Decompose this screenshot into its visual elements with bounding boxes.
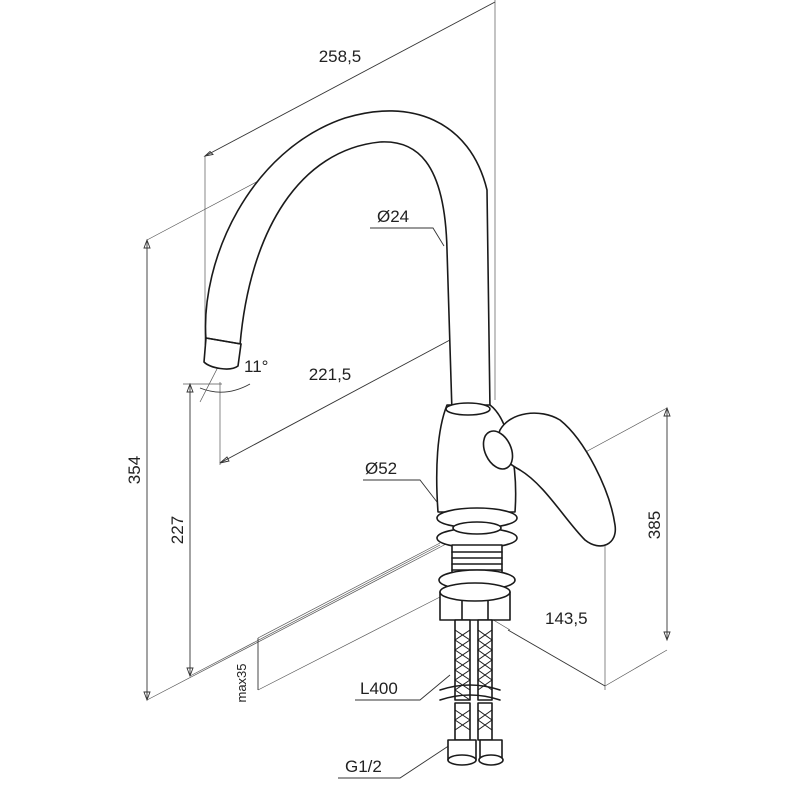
label-overall-reach: 258,5 xyxy=(319,47,362,66)
label-counter-thickness: max35 xyxy=(234,663,249,702)
label-spout-reach: 221,5 xyxy=(309,365,352,384)
label-spout-angle: 11° xyxy=(244,357,268,376)
lever-handle xyxy=(496,412,616,547)
label-handle-height: 385 xyxy=(645,511,664,539)
label-total-height: 354 xyxy=(125,456,144,484)
dimension-labels: 258,5 Ø24 11° 221,5 Ø52 354 227 385 143,… xyxy=(125,47,664,776)
dimension-lines xyxy=(143,0,671,779)
faucet xyxy=(203,110,616,766)
label-hose-length: L400 xyxy=(360,679,398,698)
label-outlet-height: 227 xyxy=(168,516,187,544)
label-spout-diameter: Ø24 xyxy=(377,207,409,226)
aerator xyxy=(203,337,242,370)
label-connection-thread: G1/2 xyxy=(345,757,382,776)
label-handle-reach: 143,5 xyxy=(545,609,588,628)
label-body-diameter: Ø52 xyxy=(365,459,397,478)
flex-hoses xyxy=(439,619,504,766)
